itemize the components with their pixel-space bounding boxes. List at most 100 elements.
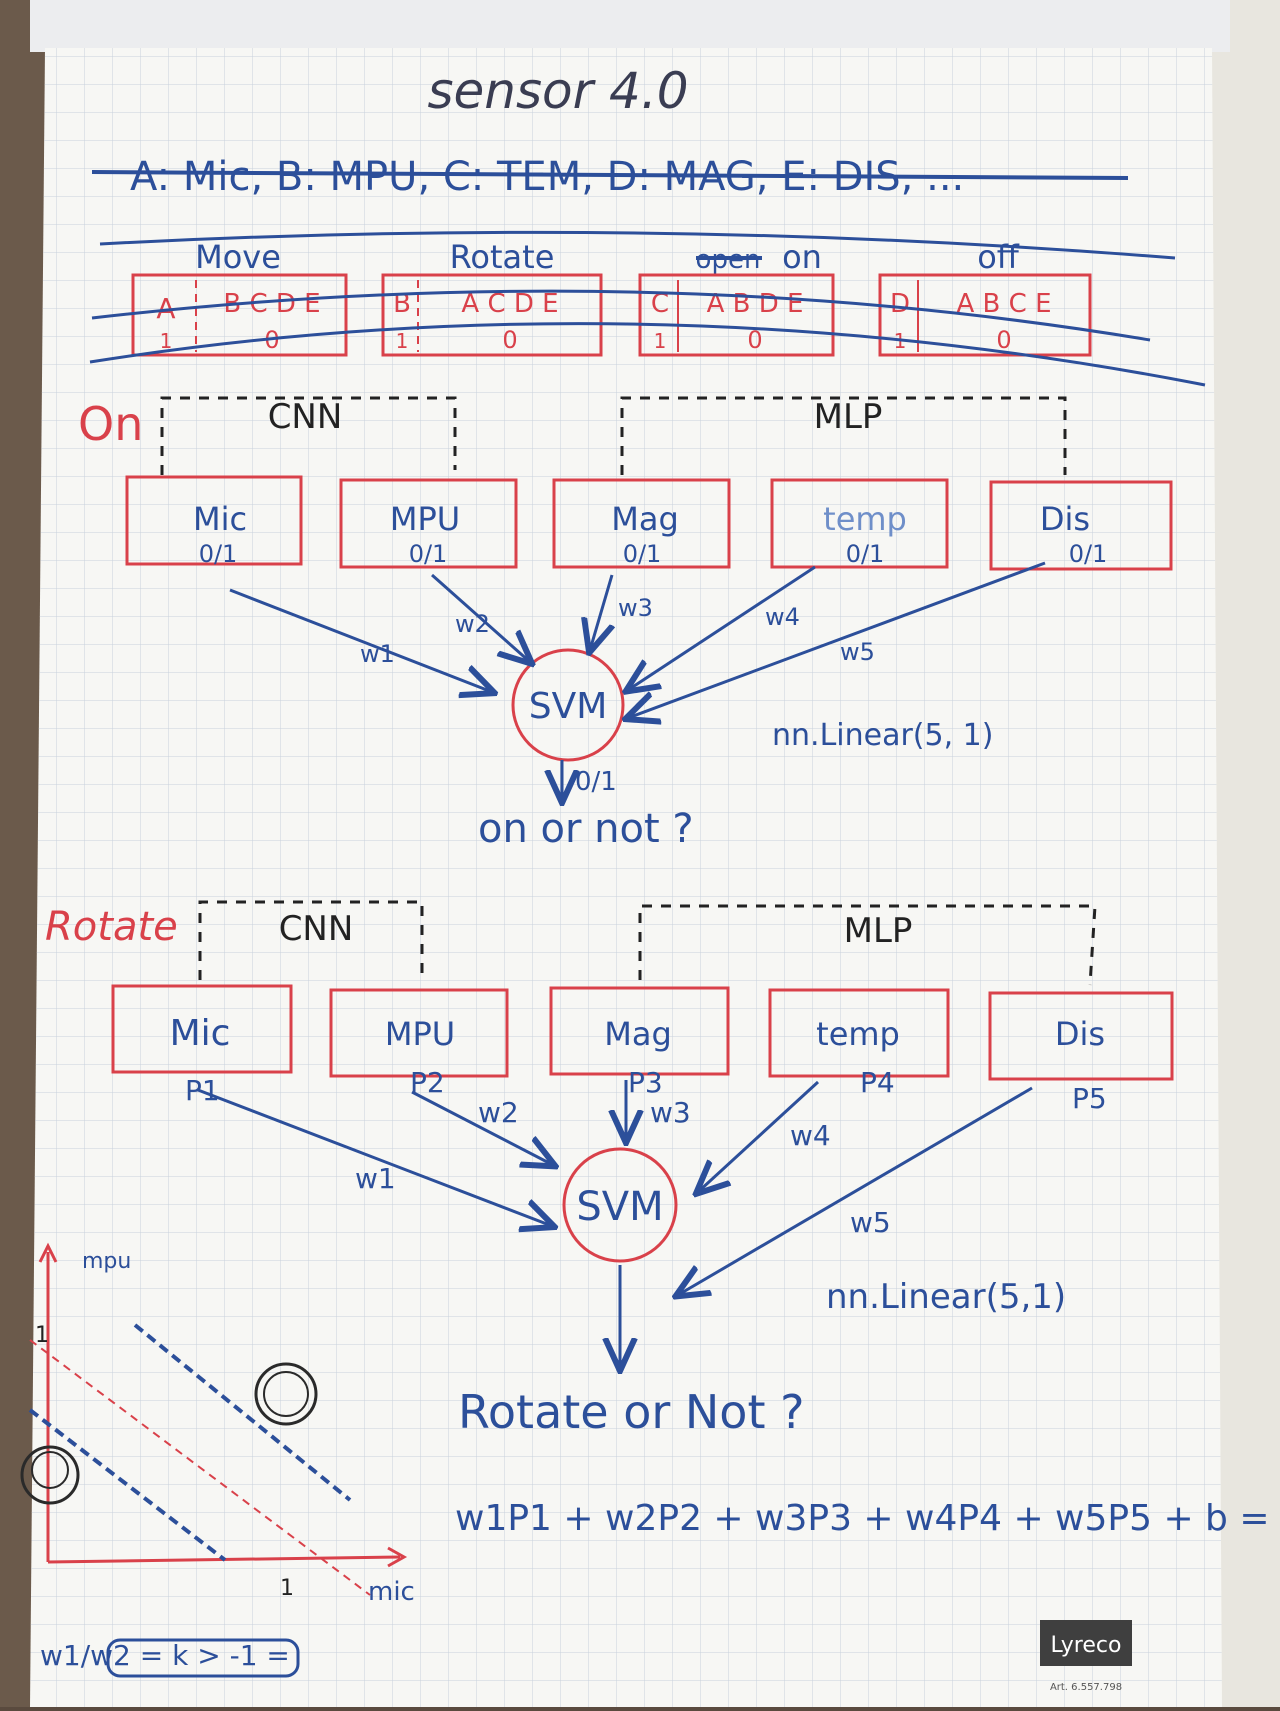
brand-logo: Lyreco <box>1051 1633 1122 1658</box>
d1-sensor-mag-box <box>552 478 731 569</box>
d1-edge-temp-svm <box>628 565 816 690</box>
d2-weight-4: w4 <box>790 1119 831 1152</box>
plot-y-tick: 1 <box>35 1323 49 1348</box>
plot-xlabel: mic <box>368 1577 415 1607</box>
diagram2-mlp-label: MLP <box>844 911 913 951</box>
task-off-box <box>878 273 1092 357</box>
plot-slope-note: w1/w2 = k > -1 = <box>40 1639 290 1672</box>
d2-svm-node <box>562 1147 678 1263</box>
task-on-label: on <box>782 238 822 276</box>
d1-sensor-mic-box <box>125 475 303 566</box>
d1-svm-label: SVM <box>529 686 608 727</box>
rotate-first: B <box>393 289 411 319</box>
task-rotate-label: Rotate <box>450 238 555 276</box>
flipchart-top-fold <box>30 0 1230 52</box>
d1-sensor-mpu-name: MPU <box>390 500 460 538</box>
d2-weight-3: w3 <box>650 1096 691 1129</box>
d2-sensor-mpu-box <box>329 988 509 1078</box>
crossed-task-section: Move Rotate open on off A B C D E 1 0 B … <box>89 230 1206 387</box>
off-rest-value: 0 <box>996 326 1011 354</box>
d2-sensor-mag-box <box>549 986 730 1076</box>
diagram1-cnn-label: CNN <box>268 397 343 437</box>
legend-strikethrough <box>91 170 1129 180</box>
d1-weight-2: w2 <box>455 610 490 638</box>
d1-weight-5: w5 <box>840 638 875 666</box>
d2-edge-dis-svm <box>678 1086 1033 1295</box>
d2-svm-label: SVM <box>576 1184 663 1230</box>
strike-curve-1 <box>99 230 1176 260</box>
d2-sensor-temp-name: temp <box>816 1015 900 1053</box>
d2-sensor-dis-name: Dis <box>1055 1015 1105 1053</box>
move-first: A <box>156 292 175 325</box>
strike-curve-2 <box>91 289 1151 342</box>
move-first-value: 1 <box>160 329 173 353</box>
diagram2-label: Rotate <box>45 904 178 950</box>
rotate-first-value: 1 <box>396 329 409 353</box>
plot-blue-boundary-upper <box>133 1323 352 1502</box>
d1-formula: nn.Linear(5, 1) <box>772 718 993 753</box>
d2-question: Rotate or Not ? <box>458 1385 805 1439</box>
d1-weight-1: w1 <box>360 640 395 668</box>
plot-x-arrowhead <box>387 1546 408 1568</box>
wall-background <box>1210 0 1280 1707</box>
d1-sensor-mic-value: 0/1 <box>199 540 238 568</box>
d2-sensor-temp-box <box>768 988 950 1078</box>
task-rotate-box <box>381 273 603 357</box>
d1-output-value: 0/1 <box>575 767 617 797</box>
d1-edge-mag-svm <box>590 574 612 650</box>
plot-blue-boundary-lower <box>28 1408 227 1562</box>
on-first-value: 1 <box>654 329 667 353</box>
diagram2-cnn-label: CNN <box>279 909 354 949</box>
d1-sensor-mpu-value: 0/1 <box>409 540 448 568</box>
off-first: D <box>890 289 910 319</box>
d1-sensor-mpu-box <box>339 478 518 569</box>
strike-curve-3 <box>89 322 1206 387</box>
d1-sensor-dis-value: 0/1 <box>1069 540 1108 568</box>
d2-sensor-dis-box <box>988 991 1174 1081</box>
task-move-label: Move <box>195 238 281 276</box>
plot-slope-note-box <box>106 1638 300 1678</box>
d2-edge-mic-svm <box>197 1088 552 1226</box>
d1-edge-mic-svm <box>229 588 492 692</box>
decision-boundary-sketch: mpu mic 1 1 w1/w2 = k > -1 = <box>20 1242 415 1678</box>
diagram-rotate: Rotate CNN MLP Mic MPU Mag temp Dis P1 P… <box>45 900 1280 1539</box>
diagram1-cnn-bracket <box>160 396 457 475</box>
d2-sensor-mpu-name: MPU <box>385 1015 455 1053</box>
d1-sensor-mag-name: Mag <box>611 500 679 538</box>
d1-sensor-temp-name: temp <box>823 500 907 538</box>
brand-article: Art. 6.557.798 <box>1050 1682 1122 1693</box>
plot-cluster-upper-inner <box>263 1371 309 1417</box>
diagram2-cnn-bracket <box>198 900 424 980</box>
d1-weight-4: w4 <box>765 603 800 631</box>
on-rest-value: 0 <box>747 326 762 354</box>
brand-logo-box <box>1040 1620 1132 1666</box>
plot-cluster-lower <box>20 1445 80 1505</box>
d1-sensor-mic-name: Mic <box>193 500 247 538</box>
on-first: C <box>651 289 669 319</box>
d1-sensor-temp-box <box>770 478 949 569</box>
plot-cluster-lower-inner <box>31 1451 69 1489</box>
d2-sensor-mic-name: Mic <box>170 1013 231 1054</box>
d1-sensor-dis-box <box>989 480 1173 571</box>
d2-prob-5: P5 <box>1072 1082 1107 1115</box>
task-move-box <box>131 273 348 357</box>
d2-weight-2: w2 <box>478 1096 519 1129</box>
d1-sensor-mag-value: 0/1 <box>623 540 662 568</box>
d2-prob-3: P3 <box>628 1066 663 1099</box>
diagram1-label: On <box>78 397 143 451</box>
page-title: sensor 4.0 <box>427 62 688 120</box>
d1-weight-3: w3 <box>618 594 653 622</box>
plot-red-boundary <box>29 1339 371 1596</box>
d2-sensor-mag-name: Mag <box>604 1015 672 1053</box>
d1-sensor-temp-value: 0/1 <box>846 540 885 568</box>
plot-y-arrowhead <box>38 1242 58 1263</box>
plot-cluster-upper <box>254 1362 318 1426</box>
task-on-box <box>638 273 835 357</box>
rotate-rest-value: 0 <box>502 326 517 354</box>
diagram1-mlp-bracket <box>620 396 1067 475</box>
d2-edge-temp-svm <box>698 1080 820 1192</box>
rotate-rest: A C D E <box>461 289 558 319</box>
d2-formula: nn.Linear(5,1) <box>826 1277 1066 1317</box>
plot-x-tick: 1 <box>280 1576 294 1601</box>
